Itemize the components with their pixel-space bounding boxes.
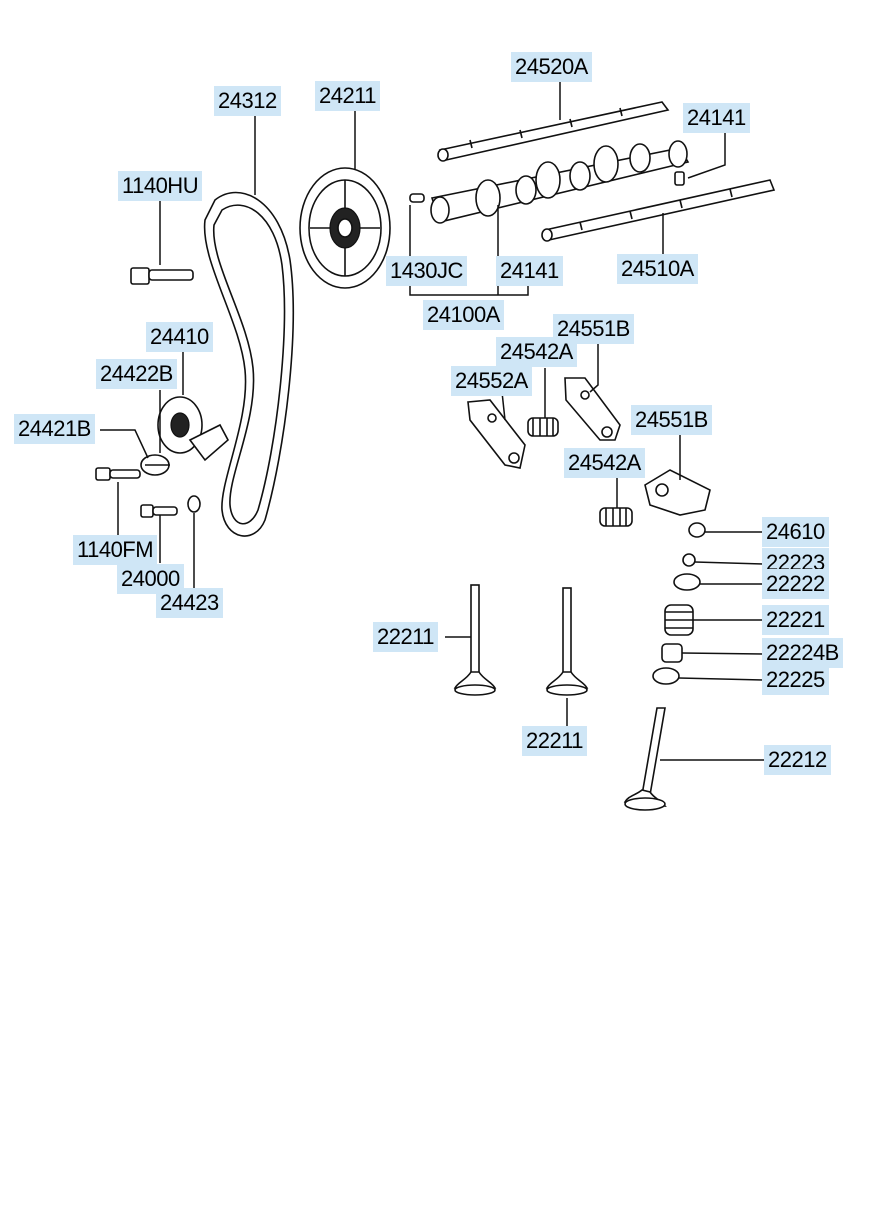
camshaft bbox=[430, 140, 690, 224]
part-label-1140FM: 1140FM bbox=[73, 535, 158, 565]
valve-spring-22221 bbox=[664, 604, 694, 636]
part-label-24100A: 24100A bbox=[423, 300, 504, 330]
part-label-24211: 24211 bbox=[315, 81, 381, 111]
leader-lines bbox=[100, 80, 766, 761]
part-label-24551B-lower: 24551B bbox=[631, 405, 712, 435]
part-label-22225: 22225 bbox=[762, 665, 829, 695]
spring-24542A-a bbox=[527, 417, 559, 437]
part-label-24520A: 24520A bbox=[511, 52, 592, 82]
part-label-24552A: 24552A bbox=[451, 366, 532, 396]
rocker-arm-24551B-b bbox=[644, 469, 711, 516]
rocker-arm-24552A bbox=[467, 399, 526, 469]
washer-24423 bbox=[187, 495, 201, 513]
part-label-24542A-upper: 24542A bbox=[496, 337, 577, 367]
key-pin bbox=[409, 193, 425, 203]
camshaft-pin bbox=[674, 171, 685, 186]
valve-seal-22224B bbox=[661, 643, 683, 663]
part-label-24423: 24423 bbox=[156, 588, 223, 618]
intake-valve-b bbox=[545, 587, 589, 696]
bolt-24000 bbox=[140, 504, 178, 518]
part-label-24141-upper: 24141 bbox=[683, 103, 750, 133]
rocker-shaft-lower bbox=[541, 179, 776, 242]
rocker-arm-24551B-a bbox=[564, 377, 621, 441]
exhaust-valve bbox=[623, 707, 667, 811]
bolt-1140HU bbox=[130, 267, 194, 285]
part-label-24421B: 24421B bbox=[14, 414, 95, 444]
part-label-22222: 22222 bbox=[762, 569, 829, 599]
part-label-1140HU: 1140HU bbox=[118, 171, 203, 201]
spring-24542A-b bbox=[599, 507, 633, 527]
part-label-24422B: 24422B bbox=[96, 359, 177, 389]
bolt-1140FM bbox=[95, 467, 141, 481]
part-label-24510A: 24510A bbox=[617, 254, 698, 284]
retainer-22222 bbox=[673, 573, 701, 591]
retainer-lock-22223 bbox=[682, 553, 696, 567]
tensioner-pulley bbox=[157, 396, 230, 462]
camshaft-sprocket bbox=[299, 167, 391, 289]
part-label-22221: 22221 bbox=[762, 605, 829, 635]
tensioner-spring bbox=[140, 454, 170, 476]
timing-belt bbox=[203, 191, 294, 537]
part-label-24542A-lower: 24542A bbox=[564, 448, 645, 478]
spring-seat-22225 bbox=[652, 667, 680, 685]
intake-valve-a bbox=[453, 584, 497, 696]
part-label-24312: 24312 bbox=[214, 86, 281, 116]
part-label-24000: 24000 bbox=[117, 564, 184, 594]
part-label-22212: 22212 bbox=[764, 745, 831, 775]
part-label-1430JC: 1430JC bbox=[386, 256, 467, 286]
part-label-22224B: 22224B bbox=[762, 638, 843, 668]
part-label-22211-center: 22211 bbox=[522, 726, 588, 756]
adjuster-24610 bbox=[688, 522, 706, 538]
part-label-24141-lower: 24141 bbox=[496, 256, 563, 286]
part-label-22211-left: 22211 bbox=[373, 622, 439, 652]
part-label-24410: 24410 bbox=[146, 322, 213, 352]
part-label-24610: 24610 bbox=[762, 517, 829, 547]
rocker-shaft-upper bbox=[437, 101, 670, 162]
